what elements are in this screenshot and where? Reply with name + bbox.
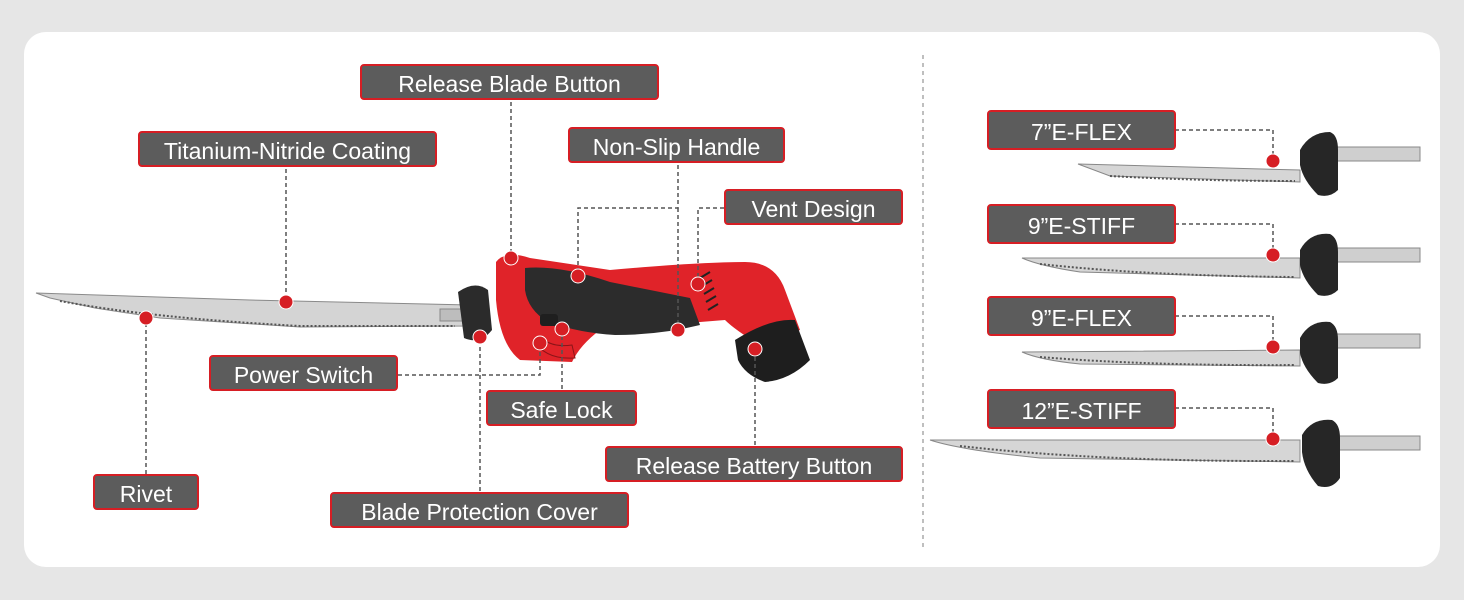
label-release-battery-button: Release Battery Button <box>605 446 903 482</box>
label-titanium-nitride-coating: Titanium-Nitride Coating <box>138 131 437 167</box>
blade-9-flex <box>1021 321 1421 384</box>
label-non-slip-handle: Non-Slip Handle <box>568 127 785 163</box>
blade-leader-lines <box>1175 129 1274 438</box>
label-release-blade-button: Release Blade Button <box>360 64 659 100</box>
label-blade-protection-cover: Blade Protection Cover <box>330 492 629 528</box>
blade-9-stiff <box>1021 233 1421 296</box>
main-blade <box>35 292 471 328</box>
blade-callout-dots <box>1265 153 1281 447</box>
label-blade-12-stiff: 12”E-STIFF <box>987 389 1176 429</box>
label-power-switch: Power Switch <box>209 355 398 391</box>
label-blade-7-flex: 7”E-FLEX <box>987 110 1176 150</box>
label-safe-lock: Safe Lock <box>486 390 637 426</box>
leader-lines <box>145 102 756 491</box>
callout-dots <box>138 250 763 357</box>
label-rivet: Rivet <box>93 474 199 510</box>
label-vent-design: Vent Design <box>724 189 903 225</box>
battery-pack <box>735 319 810 382</box>
blade-7-flex <box>1077 132 1421 196</box>
blade-cover-shape <box>458 285 492 341</box>
blade-12-stiff <box>929 419 1421 487</box>
label-blade-9-stiff: 9”E-STIFF <box>987 204 1176 244</box>
label-blade-9-flex: 9”E-FLEX <box>987 296 1176 336</box>
